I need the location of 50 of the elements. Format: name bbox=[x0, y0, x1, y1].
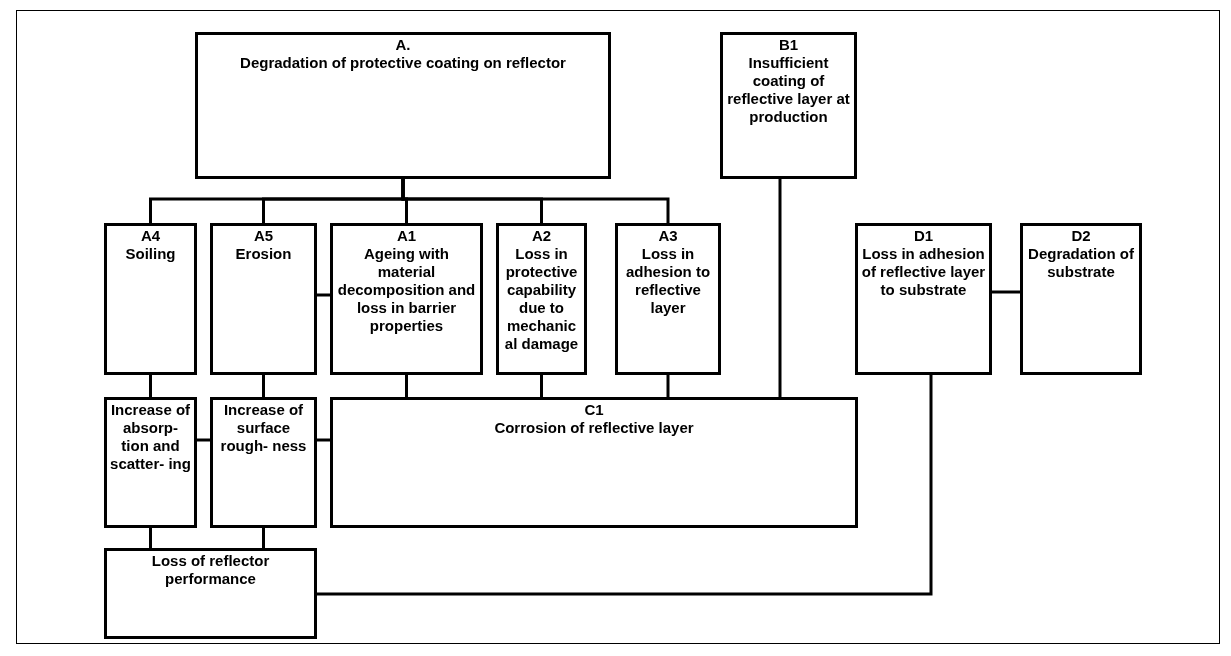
connector-line bbox=[149, 375, 152, 397]
connector-line bbox=[405, 375, 408, 397]
connector-line bbox=[262, 528, 265, 548]
box-code: A2 bbox=[531, 227, 552, 245]
box-text: Loss in adhesion to reflective layer bbox=[624, 245, 712, 317]
box-code: B1 bbox=[778, 36, 799, 54]
box-text: Increase of surface rough- ness bbox=[219, 401, 308, 455]
cause-box bbox=[210, 397, 317, 528]
box-text: Degradation of protective coating on reflector bbox=[240, 54, 566, 72]
box-text: Increase of absorp- tion and scatter- ing bbox=[110, 401, 191, 473]
cause-box bbox=[104, 223, 197, 375]
box-text: Insufficient coating of reflective layer at production bbox=[726, 54, 851, 126]
cause-box bbox=[330, 223, 483, 375]
cause-box bbox=[104, 548, 317, 639]
cause-box bbox=[330, 397, 858, 528]
connector-line bbox=[992, 290, 1020, 294]
box-code: A1 bbox=[396, 227, 417, 245]
cause-box bbox=[104, 397, 197, 528]
box-text: Corrosion of reflective layer bbox=[494, 419, 694, 437]
box-text: Soiling bbox=[125, 245, 176, 263]
connector-line bbox=[317, 293, 330, 297]
cause-box bbox=[496, 223, 587, 375]
connector-line bbox=[317, 375, 933, 596]
box-text: Loss in adhesion of reflective layer to substrate bbox=[861, 245, 986, 299]
box-text: Erosion bbox=[235, 245, 292, 263]
box-code: A3 bbox=[658, 227, 678, 245]
cause-box bbox=[855, 223, 992, 375]
box-text: Loss of reflector performance bbox=[150, 552, 271, 588]
connector-line bbox=[197, 438, 210, 442]
cause-box bbox=[1020, 223, 1142, 375]
connector-line bbox=[149, 528, 152, 548]
connector-line bbox=[540, 375, 543, 397]
box-code: A5 bbox=[253, 227, 274, 245]
box-code: D2 bbox=[1071, 227, 1091, 245]
cause-box bbox=[210, 223, 317, 375]
box-text: Ageing with material decomposition and loss in barrier properties bbox=[336, 245, 477, 335]
connector-line bbox=[401, 179, 670, 223]
cause-box bbox=[615, 223, 721, 375]
connector-line bbox=[317, 438, 330, 442]
box-text: Degradation of substrate bbox=[1027, 245, 1135, 281]
connector-line bbox=[262, 375, 265, 397]
box-code: A4 bbox=[140, 227, 161, 245]
connector-line bbox=[666, 375, 670, 397]
cause-box bbox=[720, 32, 857, 179]
box-code: A. bbox=[395, 36, 411, 54]
box-text: Loss in protective capability due to mechanic al damage bbox=[503, 245, 580, 353]
box-code: D1 bbox=[913, 227, 934, 245]
cause-box bbox=[195, 32, 611, 179]
connector-line bbox=[778, 179, 782, 397]
box-code: C1 bbox=[584, 401, 604, 419]
